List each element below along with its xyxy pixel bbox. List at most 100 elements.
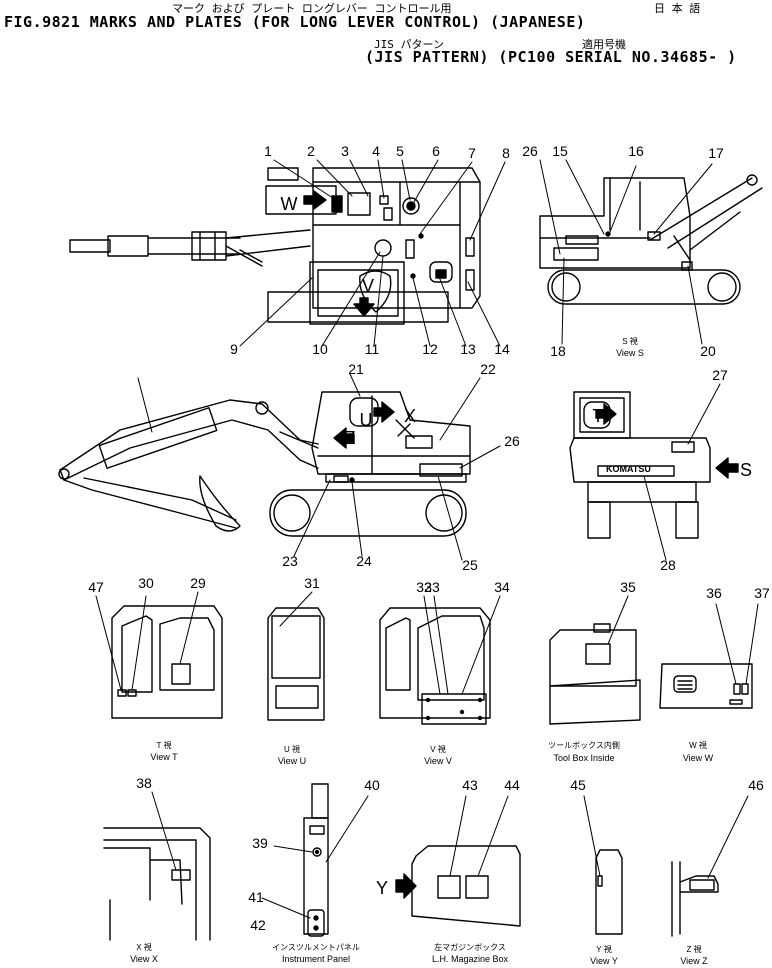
- view-u-cab: [267, 607, 325, 721]
- callout-32: 32: [416, 579, 432, 595]
- view-v-cab: [379, 607, 491, 725]
- view-x-caption-jp: X 視: [136, 943, 152, 952]
- view-x-caption: View X: [130, 954, 158, 964]
- callout-10: 10: [312, 341, 328, 357]
- view-t-cab: [111, 605, 223, 719]
- magazine-box: [395, 845, 521, 927]
- serial-title: (JIS PATTERN) (PC100 SERIAL NO.34685- ): [365, 48, 737, 66]
- callout-36: 36: [706, 585, 722, 601]
- callout-27: 27: [712, 367, 728, 383]
- captions: T 視 View T U 視 View U V 視 View V ツールボックス…: [130, 337, 714, 966]
- view-v-caption-jp: V 視: [430, 745, 446, 754]
- view-letters: W V U X Z T S Y: [281, 194, 753, 898]
- callout-43: 43: [462, 777, 478, 793]
- callout-44: 44: [504, 777, 520, 793]
- callout-8: 8: [502, 145, 510, 161]
- view-w-box: [659, 663, 753, 709]
- view-t-caption-jp: T 視: [157, 741, 172, 750]
- panel-caption-jp: インスツルメントパネル: [272, 943, 360, 952]
- tool-box-caption: Tool Box Inside: [553, 753, 614, 763]
- view-letter-y: Y: [376, 878, 388, 898]
- callout-1: 1: [264, 143, 272, 159]
- view-w-caption: View W: [683, 753, 714, 763]
- callout-2: 2: [307, 143, 315, 159]
- callout-38: 38: [136, 775, 152, 791]
- view-x-detail: [103, 827, 211, 941]
- tool-box-inside: [549, 623, 641, 725]
- callout-3: 3: [341, 143, 349, 159]
- view-s-caption-jp: S 視: [622, 337, 638, 346]
- callout-6: 6: [432, 143, 440, 159]
- callout-29: 29: [190, 575, 206, 591]
- callout-41: 41: [248, 889, 264, 905]
- callout-12: 12: [422, 341, 438, 357]
- callout-14: 14: [494, 341, 510, 357]
- magazine-caption-jp: 左マガジンボックス: [434, 942, 506, 952]
- callout-22: 22: [480, 361, 496, 377]
- callout-11: 11: [365, 341, 380, 357]
- callout-34: 34: [494, 579, 510, 595]
- tool-box-caption-jp: ツールボックス内側: [548, 740, 620, 750]
- callout-26: 26: [522, 143, 538, 159]
- callout-46: 46: [748, 777, 764, 793]
- view-z-caption-jp: Z 視: [686, 945, 701, 954]
- callout-17: 17: [708, 145, 724, 161]
- view-letter-u: U: [360, 410, 373, 430]
- view-z-detail: [671, 861, 719, 937]
- view-letter-t: T: [593, 406, 604, 426]
- callout-31: 31: [304, 575, 320, 591]
- callout-24: 24: [356, 553, 372, 569]
- view-t-caption: View T: [150, 752, 178, 762]
- view-letter-w: W: [281, 194, 298, 214]
- callout-18: 18: [550, 343, 566, 359]
- pattern-japanese: JIS パターン: [374, 38, 444, 51]
- panel-caption: Instrument Panel: [282, 954, 350, 964]
- view-s-machine: [539, 174, 763, 305]
- callout-9: 9: [230, 341, 238, 357]
- view-letter-v: V: [362, 276, 374, 296]
- view-u-caption: View U: [278, 756, 306, 766]
- callout-20: 20: [700, 343, 716, 359]
- figure-title: FIG.9821 MARKS AND PLATES (FOR LONG LEVE…: [4, 13, 586, 31]
- callout-45: 45: [570, 777, 586, 793]
- callout-4: 4: [372, 143, 380, 159]
- view-y-caption-jp: Y 視: [596, 945, 611, 954]
- instrument-panel: [303, 783, 329, 937]
- leader-lines-rear: [643, 383, 721, 561]
- side-view-machine: [58, 391, 471, 537]
- view-v-caption: View V: [424, 756, 452, 766]
- leader-lines-row3: [95, 591, 759, 695]
- callout-40: 40: [364, 777, 380, 793]
- title-japanese: マーク および プレート ロングレバー コントロール用: [172, 2, 452, 15]
- callout-28: 28: [660, 557, 676, 573]
- callout-15: 15: [552, 143, 568, 159]
- leader-lines-top: [239, 159, 506, 347]
- callout-35: 35: [620, 579, 636, 595]
- callout-23: 23: [282, 553, 298, 569]
- callout-47: 47: [88, 579, 104, 595]
- view-w-caption-jp: W 視: [689, 741, 707, 750]
- callout-37: 37: [754, 585, 770, 601]
- language-label: 日 本 語: [654, 2, 701, 15]
- callout-13: 13: [460, 341, 476, 357]
- callout-7: 7: [468, 145, 476, 161]
- view-letter-x: X: [404, 406, 416, 426]
- view-y-detail: [595, 849, 623, 935]
- view-letter-z: Z: [345, 428, 356, 448]
- callout-16: 16: [628, 143, 644, 159]
- callout-42: 42: [250, 917, 266, 933]
- callout-5: 5: [396, 143, 404, 159]
- leader-lines-row4: [151, 791, 749, 919]
- serial-japanese: 適用号機: [582, 38, 626, 51]
- callout-21: 21: [348, 361, 364, 377]
- view-y-caption: View Y: [590, 956, 618, 966]
- leader-lines-s: [539, 159, 713, 345]
- view-u-caption-jp: U 視: [284, 745, 300, 754]
- callout-30: 30: [138, 575, 154, 591]
- magazine-caption: L.H. Magazine Box: [432, 954, 509, 964]
- view-letter-s: S: [740, 460, 752, 480]
- view-z-caption: View Z: [680, 956, 708, 966]
- rear-view-machine: [569, 391, 739, 539]
